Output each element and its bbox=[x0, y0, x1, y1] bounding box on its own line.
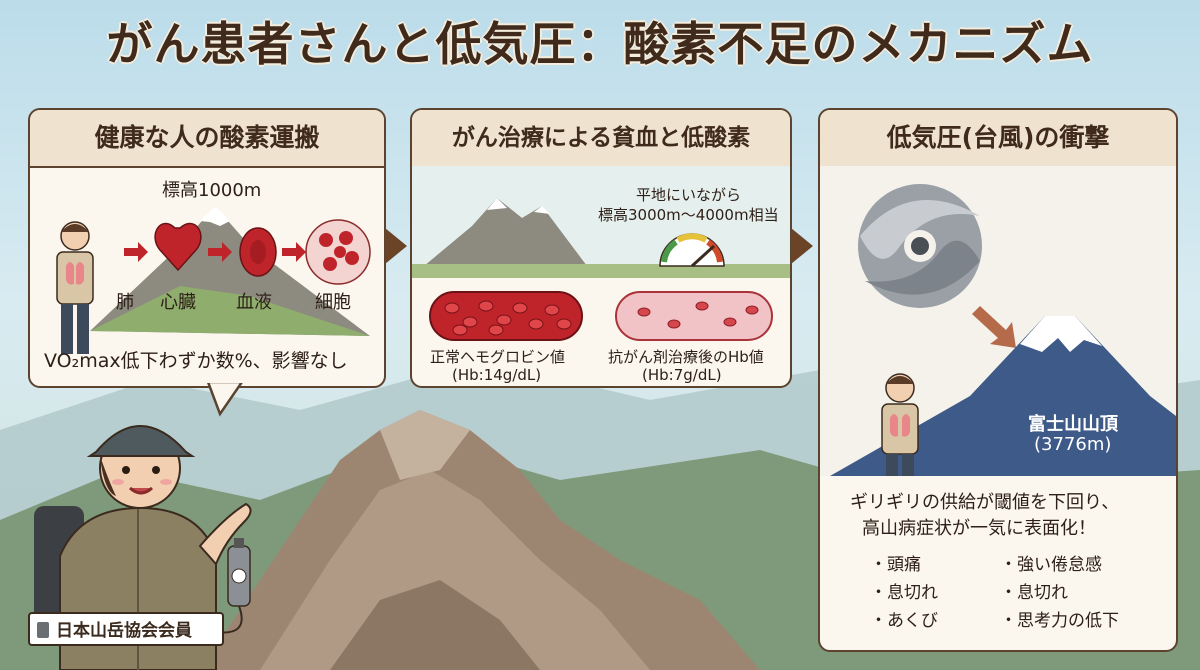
symptom-shortness-of-breath: ・息切れ bbox=[870, 583, 938, 603]
altitude-label: 標高1000m bbox=[162, 180, 262, 201]
panel-anemia-hypoxia: がん治療による貧血と低酸素 平地にいながら 標高3000m〜4000m相当 正常… bbox=[410, 108, 792, 388]
page-title: がん患者さんと低気圧：酸素不足のメカニズム bbox=[106, 17, 1094, 71]
anemia-hb-label: 抗がん剤治療後のHb値 bbox=[608, 348, 764, 366]
normal-hb-value: (Hb:14g/dL) bbox=[452, 366, 542, 384]
panel1-caption: VO₂max低下わずか数%、影響なし bbox=[44, 350, 348, 372]
panel1-illustration bbox=[56, 206, 371, 354]
impact-statement-line2: 高山病症状が一気に表面化！ bbox=[862, 518, 1096, 539]
typhoon-icon bbox=[858, 184, 982, 308]
panel1-heading: 健康な人の酸素運搬 bbox=[30, 110, 384, 168]
badge-text: 日本山岳協会会員 bbox=[56, 621, 192, 641]
flow-arrow-1 bbox=[385, 228, 407, 264]
panel-healthy-oxygen: 健康な人の酸素運搬 標高1000m 肺 心臓 血液 細胞 VO₂max低下わずか… bbox=[28, 108, 386, 388]
symptom-headache: ・頭痛 bbox=[870, 555, 921, 575]
panel2-illustration bbox=[412, 166, 790, 341]
symptom-yawning: ・あくび bbox=[870, 611, 938, 631]
panel2-heading: がん治療による貧血と低酸素 bbox=[412, 110, 790, 168]
organ-label-cell: 細胞 bbox=[315, 292, 351, 313]
organ-label-lung: 肺 bbox=[116, 292, 134, 313]
altitude-equivalence-line2: 標高3000m〜4000m相当 bbox=[598, 206, 779, 224]
speech-bubble-tail bbox=[206, 380, 246, 417]
panel3-heading: 低気圧(台風)の衝撃 bbox=[820, 110, 1176, 168]
symptom-fatigue: ・強い倦怠感 bbox=[1000, 555, 1102, 575]
organ-label-blood: 血液 bbox=[236, 292, 272, 313]
impact-statement-line1: ギリギリの供給が閾値を下回り、 bbox=[850, 492, 1120, 513]
anemia-hb-value: (Hb:7g/dL) bbox=[642, 366, 722, 384]
organ-label-heart: 心臓 bbox=[160, 292, 196, 313]
symptom-breathlessness: ・息切れ bbox=[1000, 583, 1068, 603]
symptom-cognitive-decline: ・思考力の低下 bbox=[1000, 611, 1119, 631]
summit-name: 富士山山頂 bbox=[1028, 414, 1118, 435]
guide-badge: 日本山岳協会会員 bbox=[28, 612, 224, 646]
summit-height: (3776m) bbox=[1034, 434, 1112, 455]
flow-arrow-2 bbox=[791, 228, 813, 264]
panel-low-pressure-impact: 低気圧(台風)の衝撃 富士山山頂 (3776m) ギリギリの供給が閾値を下回り、… bbox=[818, 108, 1178, 652]
panel3-illustration bbox=[820, 166, 1176, 476]
badge-icon bbox=[37, 622, 49, 638]
altitude-equivalence-line1: 平地にいながら bbox=[636, 186, 742, 204]
normal-hb-label: 正常ヘモグロビン値 bbox=[430, 348, 566, 366]
